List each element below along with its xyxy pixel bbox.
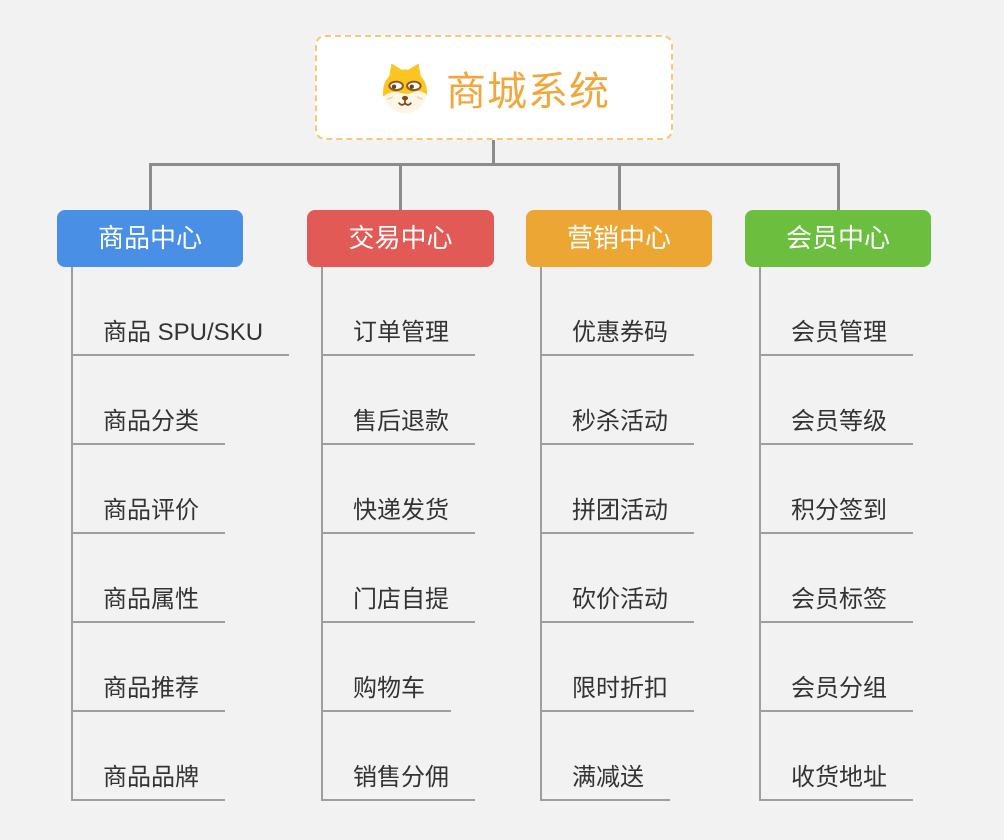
dog-face-icon (383, 63, 427, 113)
leaf-node[interactable]: 会员等级 (759, 407, 913, 445)
leaf-node[interactable]: 优惠券码 (540, 318, 694, 356)
leaf-node[interactable]: 商品分类 (71, 407, 225, 445)
branch-spine-members (759, 267, 761, 801)
branch-spine-marketing (540, 267, 542, 801)
branch-spine-products (71, 267, 73, 801)
leaf-node[interactable]: 拼团活动 (540, 496, 694, 534)
connector-drop-marketing (618, 163, 621, 210)
leaf-node[interactable]: 售后退款 (321, 407, 475, 445)
leaf-node[interactable]: 销售分佣 (321, 763, 475, 801)
root-node[interactable]: 商城系统 (315, 35, 673, 140)
leaf-node[interactable]: 会员管理 (759, 318, 913, 356)
connector-drop-trade (399, 163, 402, 210)
leaf-node[interactable]: 秒杀活动 (540, 407, 694, 445)
branch-node-members[interactable]: 会员中心 (745, 210, 931, 267)
leaf-node[interactable]: 会员分组 (759, 674, 913, 712)
leaf-node[interactable]: 商品评价 (71, 496, 225, 534)
leaf-node[interactable]: 商品属性 (71, 585, 225, 623)
leaf-node[interactable]: 会员标签 (759, 585, 913, 623)
connector-drop-products (149, 163, 152, 210)
leaf-node[interactable]: 砍价活动 (540, 585, 694, 623)
leaf-node[interactable]: 订单管理 (321, 318, 475, 356)
leaf-node[interactable]: 购物车 (321, 674, 451, 712)
leaf-node[interactable]: 积分签到 (759, 496, 913, 534)
branch-spine-trade (321, 267, 323, 801)
branch-node-products[interactable]: 商品中心 (57, 210, 243, 267)
root-label: 商城系统 (446, 69, 610, 114)
connector-root-stem (492, 140, 495, 166)
leaf-node[interactable]: 商品品牌 (71, 763, 225, 801)
leaf-node[interactable]: 门店自提 (321, 585, 475, 623)
leaf-node[interactable]: 限时折扣 (540, 674, 694, 712)
branch-node-marketing[interactable]: 营销中心 (526, 210, 712, 267)
connector-horizontal-bar (149, 163, 840, 166)
leaf-node[interactable]: 商品推荐 (71, 674, 225, 712)
leaf-node[interactable]: 收货地址 (759, 763, 913, 801)
leaf-node[interactable]: 快递发货 (321, 496, 475, 534)
leaf-node[interactable]: 满减送 (540, 763, 670, 801)
leaf-node[interactable]: 商品 SPU/SKU (71, 318, 290, 356)
branch-node-trade[interactable]: 交易中心 (307, 210, 494, 267)
connector-drop-members (837, 163, 840, 210)
